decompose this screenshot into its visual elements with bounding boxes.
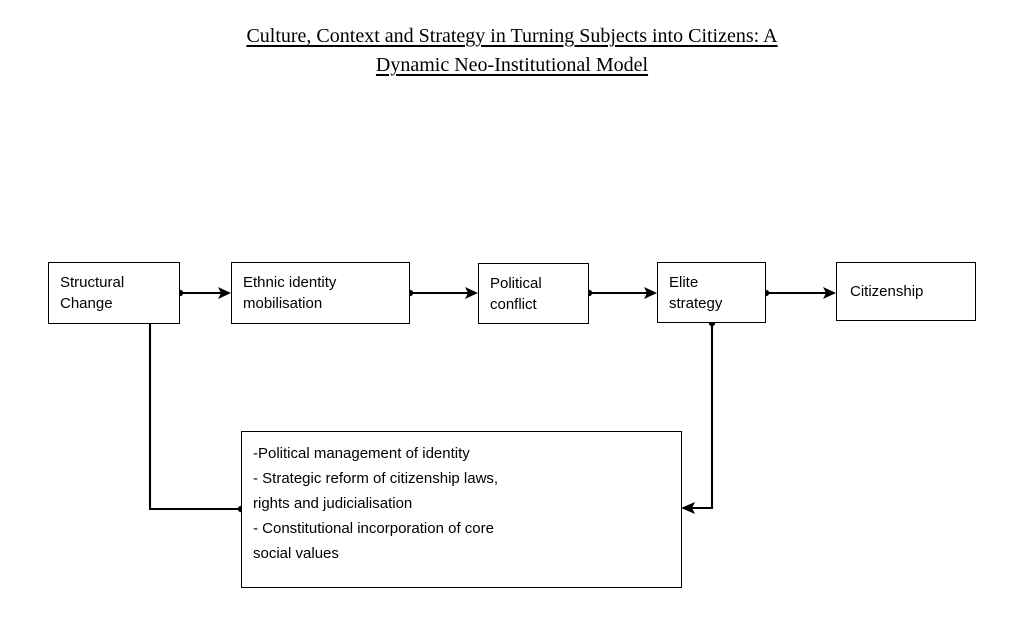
node-citizenship-label: Citizenship [850, 283, 924, 300]
connector-strategy-list-to-structural-change [144, 296, 245, 513]
title-line-1: Culture, Context and Strategy in Turning… [246, 25, 778, 47]
node-citizenship[interactable]: Citizenship [836, 262, 976, 321]
node-elite-strategy-label: Elite strategy [669, 273, 723, 312]
strategy-list-item-2: - Strategic reform of citizenship laws, … [253, 470, 499, 512]
connector-elite-strategy-to-citizenship [762, 287, 836, 299]
connector-political-conflict-to-elite-strategy [585, 287, 657, 299]
node-elite-strategy[interactable]: Elite strategy [657, 262, 766, 323]
node-ethnic-identity-mobilisation[interactable]: Ethnic identity mobilisation [231, 262, 410, 324]
node-strategy-list[interactable]: -Political management of identity - Stra… [241, 431, 682, 588]
strategy-list-item-3: - Constitutional incorporation of core s… [253, 520, 494, 562]
title-line-2: Dynamic Neo-Institutional Model [375, 54, 649, 76]
connector-elite-strategy-to-strategy-list [681, 319, 716, 514]
page-title: Culture, Context and Strategy in Turning… [0, 22, 1024, 80]
connector-structural-change-to-ethnic-identity [176, 287, 231, 299]
node-political-conflict-label: Political conflict [490, 274, 542, 313]
node-ethnic-identity-label: Ethnic identity mobilisation [243, 274, 337, 312]
node-structural-change[interactable]: Structural Change [48, 262, 180, 324]
connector-ethnic-identity-to-political-conflict [406, 287, 478, 299]
node-structural-change-label: Structural Change [60, 274, 125, 312]
strategy-list-item-1: -Political management of identity [253, 445, 470, 462]
node-political-conflict[interactable]: Political conflict [478, 263, 589, 324]
